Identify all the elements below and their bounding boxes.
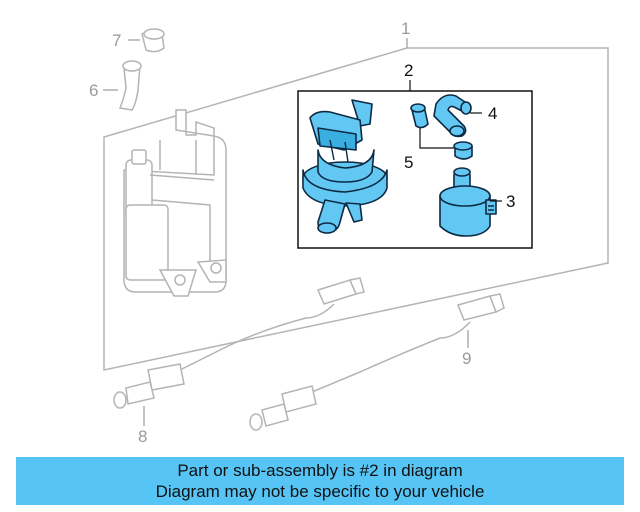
part-7-clamp <box>141 28 165 53</box>
caption-line-2: Diagram may not be specific to your vehi… <box>155 482 485 501</box>
part-3-solenoid <box>439 167 497 237</box>
part-5-clamp-upper <box>410 103 429 129</box>
caption-bar: Part or sub-assembly is #2 in diagram Di… <box>16 457 624 505</box>
callout-2: 2 <box>404 61 413 80</box>
callout-4: 4 <box>488 104 497 123</box>
part-8-oxygen-sensor <box>113 277 365 409</box>
callout-8: 8 <box>138 427 147 446</box>
parts-diagram: 1 2 4 5 3 7 6 8 9 <box>89 19 609 446</box>
callout-6: 6 <box>89 81 98 100</box>
callout-5: 5 <box>404 153 413 172</box>
part-6-hose <box>118 60 142 111</box>
caption-line-1: Part or sub-assembly is #2 in diagram <box>177 461 463 480</box>
purge-valve <box>302 99 388 234</box>
callout-3: 3 <box>506 192 515 211</box>
callout-9: 9 <box>462 349 471 368</box>
assembly-frame <box>103 47 609 371</box>
part-4-hose <box>433 94 472 138</box>
callout-7: 7 <box>112 31 121 50</box>
part-9-oxygen-sensor <box>249 293 505 431</box>
part-5-clamp-lower <box>453 141 473 160</box>
callout-1: 1 <box>401 19 410 38</box>
leader-lines <box>103 38 502 426</box>
charcoal-canister <box>123 109 227 297</box>
assembly-2-box <box>297 90 533 249</box>
